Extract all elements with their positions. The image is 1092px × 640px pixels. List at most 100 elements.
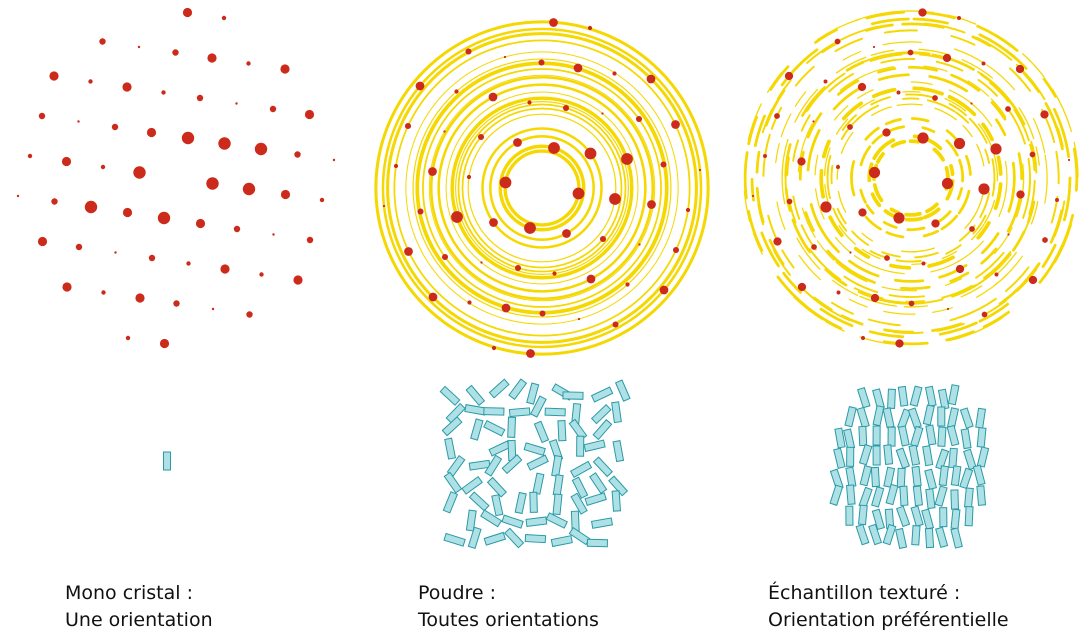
crystal-grain xyxy=(443,532,466,547)
diffraction-spot xyxy=(609,193,621,205)
diffraction-ring xyxy=(503,149,581,227)
diffraction-arc xyxy=(984,199,996,224)
crystal-grain xyxy=(911,525,921,546)
diffraction-arc xyxy=(978,302,1010,323)
crystal-grain xyxy=(935,526,949,549)
diffraction-spot xyxy=(272,233,275,236)
crystal-grain xyxy=(857,386,871,409)
diffraction-arc xyxy=(975,263,995,279)
diffraction-spot xyxy=(895,339,904,348)
diffraction-arc xyxy=(766,71,783,93)
diffraction-arc xyxy=(981,122,994,142)
diffraction-arc xyxy=(984,148,991,164)
caption-mono-subtitle: Une orientation xyxy=(65,609,213,631)
diffraction-arc xyxy=(1004,266,1030,293)
caption-textured-title: Échantillon texturé : xyxy=(768,582,961,604)
crystal-grain xyxy=(883,466,896,488)
diffraction-arc xyxy=(1051,88,1073,133)
diffraction-spot xyxy=(489,218,498,227)
diffraction-arc xyxy=(958,224,976,242)
crystal-grain xyxy=(845,466,857,488)
crystal-grain xyxy=(483,419,506,437)
diffraction-spot xyxy=(908,300,915,307)
diffraction-arc xyxy=(859,145,872,167)
crystal-grain xyxy=(950,465,962,487)
diffraction-spot xyxy=(646,74,656,84)
crystal-grain xyxy=(870,466,880,488)
diffraction-arc xyxy=(814,28,838,44)
diffraction-spot xyxy=(847,124,853,130)
crystal-grain xyxy=(608,475,629,497)
crystal-grain xyxy=(899,485,909,507)
diffraction-arc xyxy=(775,143,780,164)
diffraction-arc xyxy=(872,183,884,203)
diffraction-ring xyxy=(481,127,603,249)
diffraction-arc xyxy=(782,271,802,294)
diffraction-arc xyxy=(994,227,1013,255)
textured-crystal-grains xyxy=(829,384,990,550)
diffraction-arc xyxy=(882,340,929,346)
crystal-grain xyxy=(570,492,588,515)
diffraction-arc xyxy=(865,10,905,20)
crystal-grain xyxy=(501,454,523,475)
diffraction-arc xyxy=(961,59,993,79)
diffraction-arc xyxy=(965,154,972,176)
crystal-grain xyxy=(491,494,504,517)
crystal-grain xyxy=(465,384,486,407)
diffraction-ring xyxy=(454,100,630,276)
diffraction-arc xyxy=(800,114,811,132)
diffraction-arc xyxy=(979,192,991,219)
diffraction-arc xyxy=(1022,53,1045,78)
diffraction-arc xyxy=(982,310,1010,329)
diffraction-spot xyxy=(269,105,277,113)
diffraction-arc xyxy=(830,164,834,185)
diffraction-arc xyxy=(821,139,831,159)
diffraction-arc xyxy=(970,223,985,241)
diffraction-arc xyxy=(901,22,945,29)
diffraction-spot xyxy=(587,25,593,31)
diffraction-arc xyxy=(801,207,816,238)
diffraction-arc xyxy=(841,264,876,284)
diffraction-spot xyxy=(659,285,669,295)
diffraction-spot xyxy=(172,49,179,56)
diffraction-spot xyxy=(454,89,459,94)
diffraction-arc xyxy=(743,190,751,223)
diffraction-arc xyxy=(792,195,801,220)
diffraction-arc xyxy=(953,48,987,65)
diffraction-spot xyxy=(981,311,988,318)
crystal-grain xyxy=(508,407,531,418)
diffraction-arc xyxy=(769,65,790,91)
diffraction-arc xyxy=(881,138,896,149)
crystal-grain xyxy=(887,426,896,447)
crystal-grain xyxy=(612,440,625,463)
diffraction-arc xyxy=(914,251,939,259)
diffraction-arc xyxy=(958,158,965,183)
diffraction-arc xyxy=(905,93,935,99)
diffraction-arc xyxy=(876,152,885,164)
diffraction-arc xyxy=(1035,146,1040,166)
diffraction-ring xyxy=(374,20,710,356)
diffraction-spot xyxy=(893,212,905,224)
diffraction-spot xyxy=(884,255,890,261)
diffraction-spot xyxy=(233,225,241,233)
diffraction-arc xyxy=(786,156,790,176)
crystal-grain xyxy=(895,527,908,550)
diffraction-spot xyxy=(428,167,437,176)
diffraction-arc xyxy=(1004,48,1028,70)
diffraction-spot xyxy=(99,38,106,45)
diffraction-arc xyxy=(980,247,998,265)
crystal-grain xyxy=(964,506,974,527)
crystal-grain xyxy=(882,523,897,546)
diffraction-spot xyxy=(211,307,215,311)
crystal-grain xyxy=(907,407,922,429)
diffraction-spot xyxy=(235,102,238,105)
diffraction-arc xyxy=(809,203,822,229)
diffraction-arc xyxy=(884,118,902,126)
diffraction-arc xyxy=(934,107,957,121)
diffraction-spot xyxy=(834,38,841,45)
diffraction-arc xyxy=(872,87,897,99)
diffraction-spot xyxy=(38,112,46,120)
diffraction-ring xyxy=(412,58,672,318)
caption-powder-title: Poudre : xyxy=(418,582,497,604)
